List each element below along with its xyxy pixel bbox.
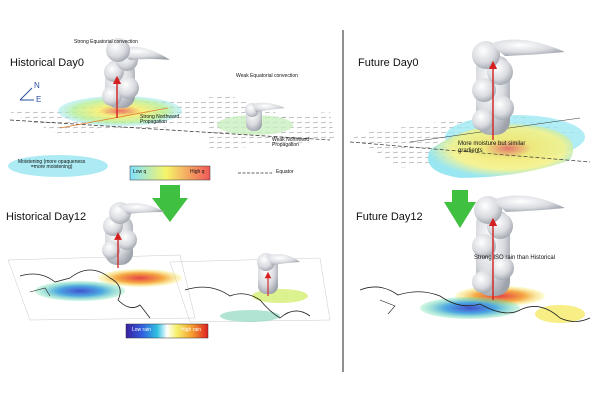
equator-line [9, 119, 331, 141]
panel-title-future-day0: Future Day0 [358, 57, 419, 69]
coastline [29, 287, 51, 297]
convection-cloud [102, 202, 165, 265]
propagation-line [59, 107, 169, 129]
rain-anomaly [98, 269, 182, 287]
low-rain-label: Low rain [132, 327, 151, 333]
strong-convection-label: Strong Equatorial convection [74, 39, 138, 45]
rain-colorbar [125, 323, 209, 339]
panel-title-historical-day12: Historical Day12 [6, 211, 87, 223]
time-progression-arrow [152, 185, 188, 222]
rain-anomaly [420, 297, 520, 319]
coastline [379, 299, 396, 315]
coastline [19, 269, 151, 319]
coastline [184, 286, 311, 319]
time-progression-arrow [444, 190, 476, 228]
high-q-label: High q [190, 169, 205, 175]
moistening-legend-label: Moistening (more opaqueness =more moiste… [18, 159, 86, 170]
q-colorbar [129, 165, 211, 181]
compass-n-label: N [34, 81, 40, 90]
future-day0-annotation: More moisture but similar gradients [458, 141, 526, 155]
rain-anomaly [35, 281, 125, 301]
panel-title-historical-day0: Historical Day0 [10, 57, 84, 69]
convection-cloud [472, 195, 565, 296]
equator-line [349, 141, 591, 163]
strong-propagation-label: Strong Northward Propagation [140, 114, 180, 125]
moistening-legend-swatch [8, 155, 108, 177]
equator-legend-label: Equator [276, 169, 294, 175]
high-rain-label: High rain [181, 327, 202, 333]
weak-propagation-label: Weak Northward Propagation [272, 137, 310, 148]
convection-cloud [245, 102, 285, 131]
historical-day0-scene [9, 38, 335, 150]
panel-title-future-day12: Future Day12 [356, 211, 423, 223]
future-day12-scene [359, 195, 591, 323]
compass-e-label: E [36, 95, 42, 104]
moisture-anomaly [428, 124, 574, 178]
compass-north-arrow [19, 87, 33, 101]
moisture-anomaly [58, 96, 182, 126]
future-day12-annotation: Strong ISO rain than Historical [474, 255, 556, 261]
low-q-label: Low q [133, 169, 147, 175]
historical-day12-scene [7, 202, 331, 323]
rain-anomaly [220, 310, 280, 322]
coastline [359, 286, 591, 322]
future-day0-scene [349, 39, 591, 178]
weak-convection-label: Weak Equatorial convection [236, 73, 298, 79]
convection-cloud [257, 253, 300, 294]
